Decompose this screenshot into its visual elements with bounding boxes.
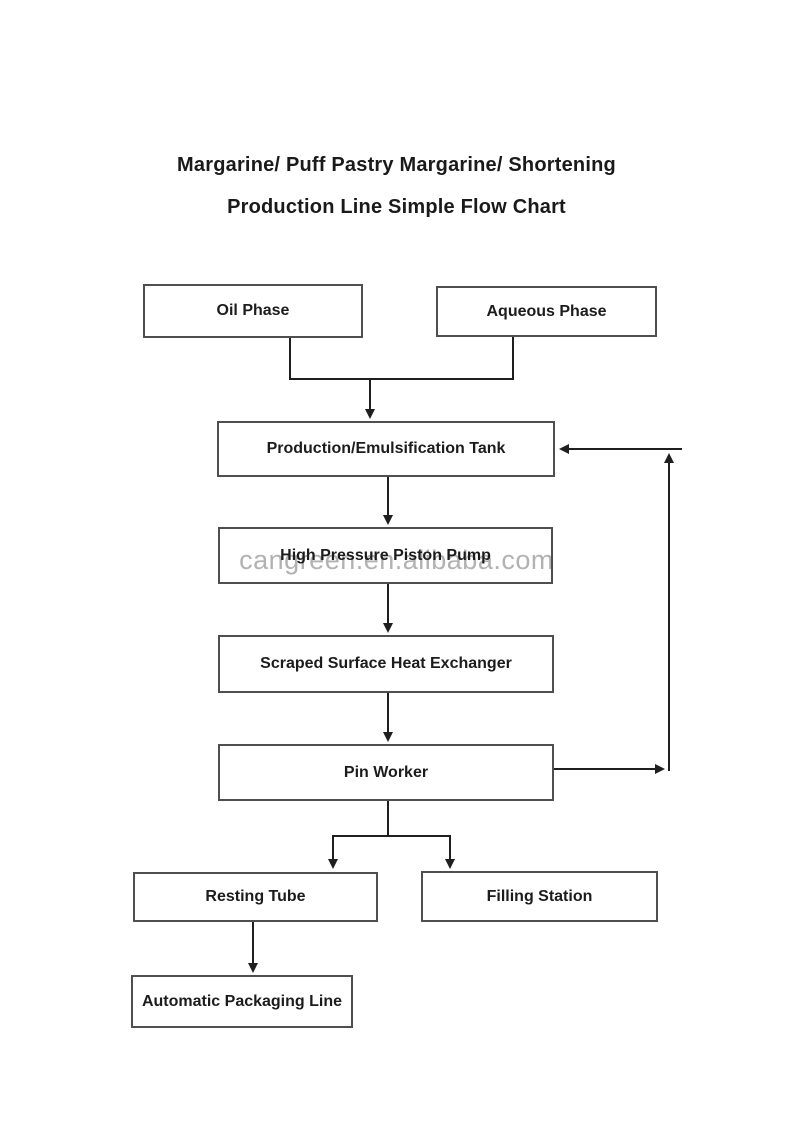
- node-scraped-surface-heat-exchanger: Scraped Surface Heat Exchanger: [218, 635, 554, 693]
- node-scraped-surface-heat-exchanger-label: Scraped Surface Heat Exchanger: [260, 655, 512, 672]
- node-automatic-packaging-line-label: Automatic Packaging Line: [141, 992, 343, 1010]
- node-oil-phase-label: Oil Phase: [216, 302, 290, 319]
- chart-title-line1: Margarine/ Puff Pastry Margarine/ Shorte…: [177, 154, 616, 176]
- node-production-emulsification-tank: Production/Emulsification Tank: [217, 421, 555, 477]
- node-pin-worker: Pin Worker: [218, 744, 554, 801]
- node-high-pressure-piston-pump: High Pressure Piston Pump: [218, 527, 553, 584]
- node-automatic-packaging-line: Automatic Packaging Line: [131, 975, 353, 1028]
- node-filling-station-label: Filling Station: [486, 887, 593, 905]
- node-high-pressure-piston-pump-label: High Pressure Piston Pump: [280, 546, 491, 564]
- node-resting-tube-label: Resting Tube: [205, 888, 306, 905]
- chart-title-line2: Production Line Simple Flow Chart: [227, 196, 566, 218]
- node-resting-tube: Resting Tube: [133, 872, 378, 922]
- node-pin-worker-label: Pin Worker: [343, 763, 429, 781]
- node-production-emulsification-tank-label: Production/Emulsification Tank: [266, 440, 506, 457]
- node-oil-phase: Oil Phase: [143, 284, 363, 338]
- node-filling-station: Filling Station: [421, 871, 658, 922]
- chart-title: Margarine/ Puff Pastry Margarine/ Shorte…: [0, 144, 793, 228]
- node-aqueous-phase-label: Aqueous Phase: [486, 302, 607, 320]
- node-aqueous-phase: Aqueous Phase: [436, 286, 657, 337]
